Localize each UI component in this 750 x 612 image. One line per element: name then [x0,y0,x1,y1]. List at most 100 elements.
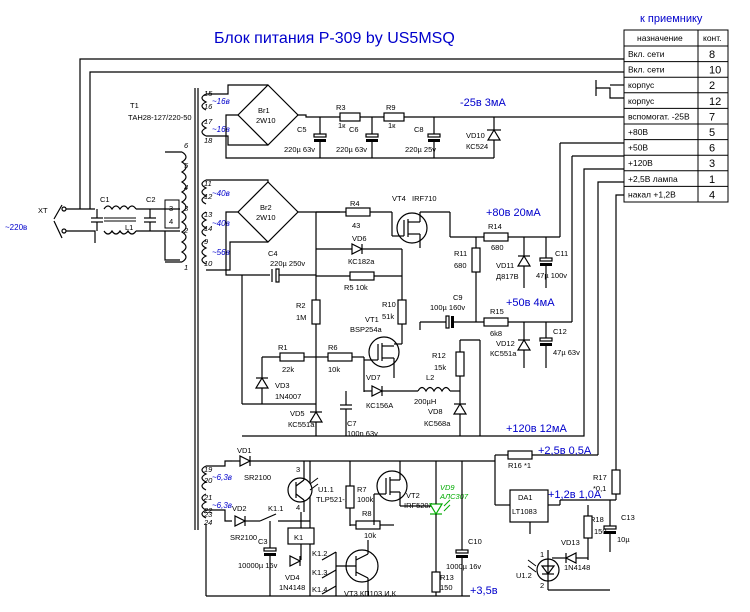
schematic-title: Блок питания Р-309 by US5MSQ [214,30,455,47]
r10-value: 51k [382,312,394,321]
u11-value: TLP521-1 [316,495,349,504]
r18-label: R18 [590,515,604,524]
connector-row-name: +2,5В лампа [628,174,678,184]
winding-voltage: ~6,3в [212,473,232,482]
vd5-value: КС551а [288,420,315,429]
c8-value: 220µ 25v [405,145,436,154]
r4-label: R4 [350,199,360,208]
transformer-pin: 13 [204,210,213,219]
r17-value: *0,1 [593,484,606,493]
connector-row-pin: 12 [709,96,721,108]
transformer-pin: 10 [204,259,213,268]
vd9-label: VD9 [440,483,455,492]
connector-row-pin: 1 [709,174,715,186]
r6-value: 10k [328,365,340,374]
da1-value: LT1083 [512,507,537,516]
vd8-value: КС568а [424,419,451,428]
section-minus25: Br1 2W10 C5 220µ 63v R3 1к C6 220µ 63v R… [206,80,624,159]
voltage-3-5: +3,5в [470,585,498,597]
r11-label: R11 [454,249,467,258]
vt1-value: BSP254a [350,325,383,334]
transformer-pin: 16 [204,102,213,111]
transformer-pin: 1 [184,263,188,272]
vd1-label: VD1 [237,446,252,455]
c9-value: 100µ 160v [430,303,465,312]
vt2-label: VT2 [406,491,420,500]
r13-value: 150 [440,583,453,592]
connector-row-name: корпус [628,96,655,106]
br2-label: Br2 [260,203,272,212]
transformer-pin: 2 [183,226,189,235]
da1-label: DA1 [518,493,533,502]
k13-label: K1.3 [312,568,327,577]
r6-label: R6 [328,343,338,352]
r9-value: 1к [388,121,396,130]
connector-row-name: +50В [628,143,648,153]
transformer-pin: 17 [204,117,213,126]
r16-value: *1 [524,461,531,470]
connector-row-name: +120В [628,158,653,168]
mains-label: ~220в [5,223,27,232]
section-80-50: Br2 2W10 C4 220µ 250v R4 43 VT4 IRF710 V… [206,142,624,438]
connector-row-name: +80В [628,127,648,137]
connector-row-pin: 4 [709,189,715,201]
c4-value: 220µ 250v [270,259,305,268]
c12-label: C12 [553,327,567,336]
connector-row-pin: 2 [709,80,715,92]
br1-value: 2W10 [256,116,276,125]
section-low-voltage: VD1 SR2100 R16 *1 +2,5в 0,5А R17 *0,1 +1… [205,181,635,598]
r17-label: R17 [593,473,607,482]
vd9-value: АЛС307 [439,492,469,501]
winding-voltage: ~40в [212,189,230,198]
voltage-50: +50в 4мА [506,297,555,309]
voltage-minus25: -25в 3мА [460,97,506,109]
transformer-pin: 20 [203,476,213,485]
c3-value: 10000µ 16v [238,561,278,570]
winding-voltage: ~40в [212,219,230,228]
c5-value: 220µ 63v [284,145,315,154]
vd6-label: VD6 [352,234,367,243]
winding-voltage: ~16в [212,97,230,106]
vd2-label: VD2 [232,504,247,513]
connector-heading: к приемнику [640,13,703,25]
r15-value: 6k8 [490,329,502,338]
transformer-pin: 6 [184,141,189,150]
vd7-label: VD7 [366,373,381,382]
c7-value: 100n 63v [347,429,378,438]
vd4-value: 1N4148 [279,583,305,592]
connector-row-pin: 6 [709,143,715,155]
r16-label: R16 [508,461,522,470]
connector-row-name: вспомогат. -25В [628,111,690,121]
vt3-label: VT3 КП103 И,К [344,589,397,598]
connector-row-pin: 7 [709,111,715,123]
r9-label: R9 [386,103,396,112]
voltage-120: +120в 12мА [506,423,567,435]
r13-label: R13 [440,573,454,582]
u11-pin4: 4 [296,503,300,512]
vd10-value: КС524 [466,142,488,151]
connector-col-name: назначение [637,33,683,43]
r14-value: 680 [491,243,504,252]
voltage-1-2: +1,2в 1,0А [548,489,602,501]
c3-label: C3 [258,537,268,546]
connector-row-name: Вкл. сети [628,49,665,59]
vd6-value: КС182а [348,257,375,266]
c13-label: C13 [621,513,635,522]
connector-row-name: Вкл. сети [628,65,665,75]
connector-row-pin: 10 [709,65,721,77]
k1-label: K1 [294,533,303,542]
transformer-pin: 11 [204,179,212,188]
c10-label: C10 [468,537,482,546]
transformer-pin: 23 [203,510,213,519]
vd7-value: КС156А [366,401,393,410]
transformer-pin: 14 [204,224,212,233]
k14-label: K1.4 [312,585,327,594]
transformer-pin: 12 [204,192,213,201]
vd4-label: VD4 [285,573,300,582]
u11-pin3: 3 [296,465,300,474]
voltage-2-5: +2,5в 0,5А [538,445,592,457]
vd2-value: SR2100 [230,533,257,542]
